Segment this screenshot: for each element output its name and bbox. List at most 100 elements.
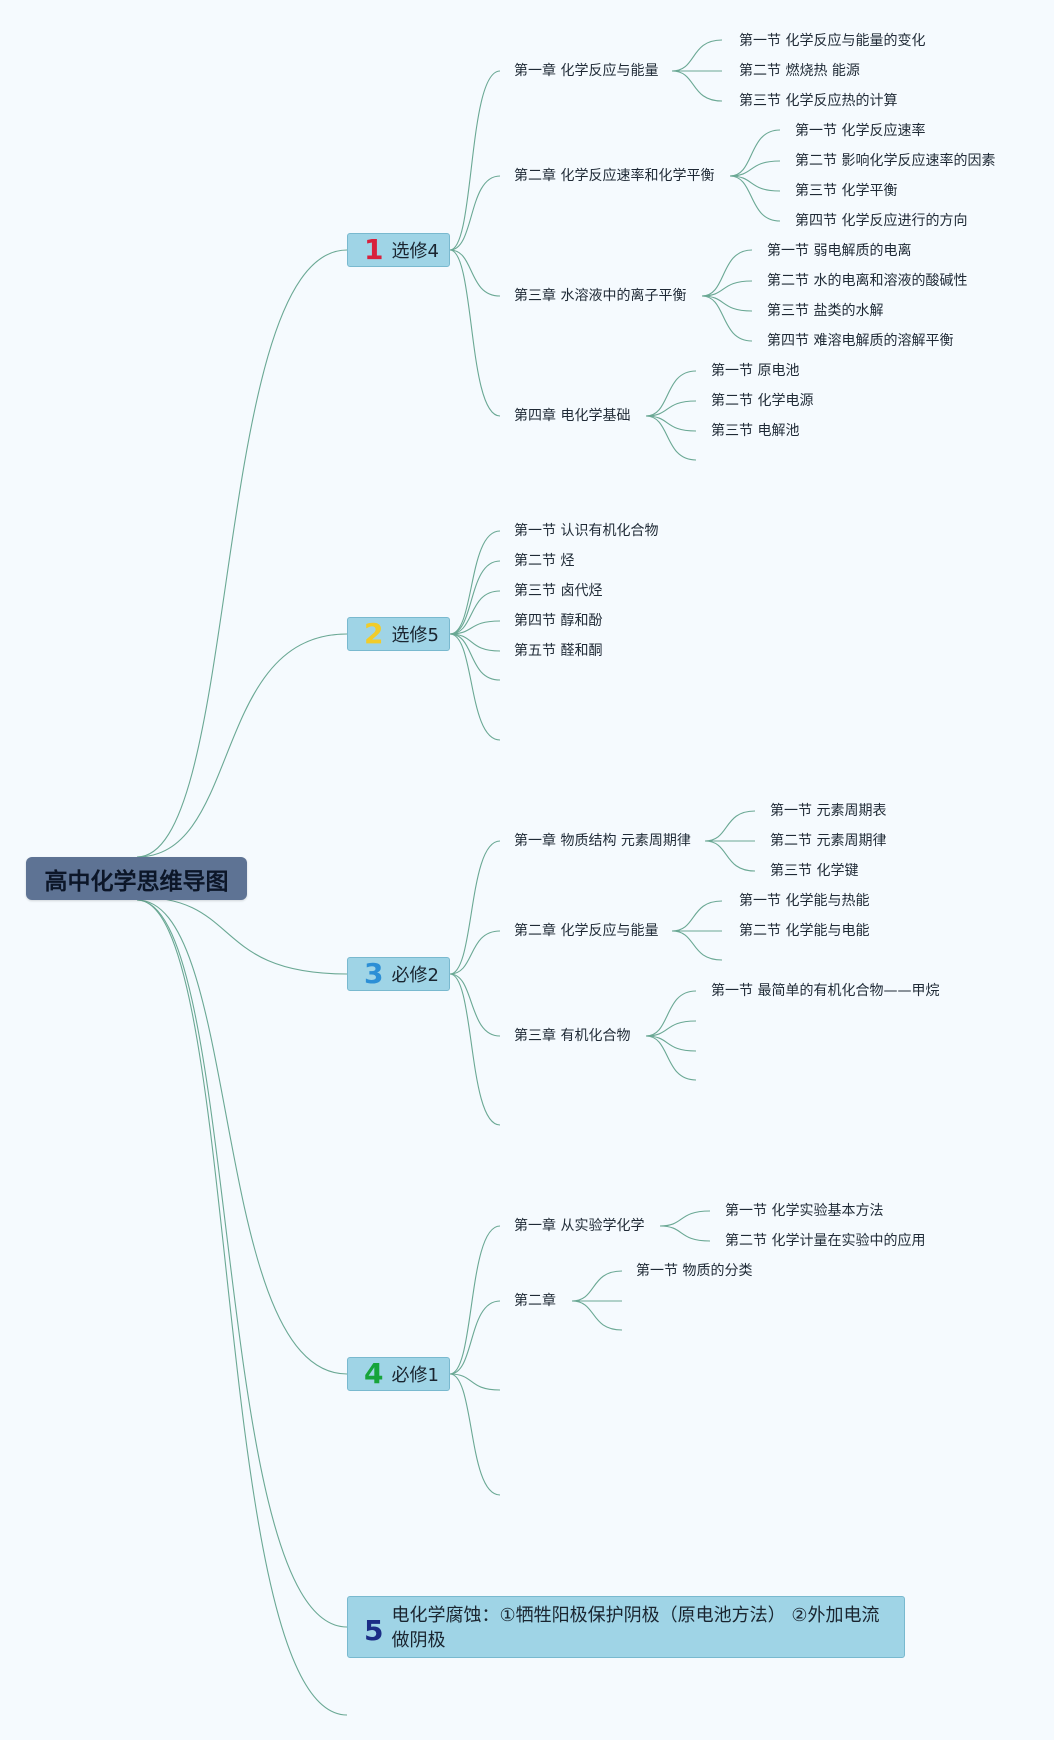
branch-3-label: 必修2 (391, 965, 439, 986)
root-label: 高中化学思维导图 (44, 868, 229, 895)
link-b1c2-s4 (729, 175, 781, 222)
link-b4c2-s3 (571, 1300, 623, 1331)
link-b2-i7 (449, 633, 501, 741)
link-b2-i4 (449, 620, 501, 635)
b2-item-4[interactable]: 第四节 醇和酚 (514, 613, 603, 629)
link-b3c2-s1 (671, 900, 723, 932)
b2-item-5[interactable]: 第五节 醛和酮 (514, 643, 603, 659)
link-b3c3-s1 (645, 990, 697, 1037)
b1-chapter-1[interactable]: 第一章 化学反应与能量 (514, 63, 659, 79)
link-b3c1-s3 (704, 840, 756, 872)
branch-2-number: 2 (364, 617, 384, 650)
b2-item-2[interactable]: 第二节 烃 (514, 553, 575, 569)
b1-c2-section-1[interactable]: 第一节 化学反应速率 (795, 123, 926, 139)
b1-c1-section-1[interactable]: 第一节 化学反应与能量的变化 (739, 33, 926, 49)
b1-c2-section-4[interactable]: 第四节 化学反应进行的方向 (795, 213, 968, 229)
b3-c2-section-2[interactable]: 第二节 化学能与电能 (739, 923, 870, 939)
link-b1c3-s4 (701, 295, 753, 342)
branch-2-node[interactable]: 2 选修5 (347, 617, 450, 651)
b3-c3-section-1[interactable]: 第一节 最简单的有机化合物——甲烷 (711, 983, 940, 999)
link-b4c1-s2 (659, 1225, 711, 1242)
link-b1c3-s1 (701, 249, 753, 297)
link-b1c4-s1 (645, 370, 697, 417)
link-b2-i6 (449, 633, 501, 681)
b3-c2-section-1[interactable]: 第一节 化学能与热能 (739, 893, 870, 909)
link-b1-ch4 (449, 249, 501, 417)
link-root-b1 (136, 249, 348, 858)
link-b1c1-s3 (671, 70, 723, 102)
branch-4-number: 4 (364, 1357, 384, 1390)
b1-c4-section-3[interactable]: 第三节 电解池 (711, 423, 800, 439)
b3-chapter-3[interactable]: 第三章 有机化合物 (514, 1028, 631, 1044)
link-b3c1-s1 (704, 810, 756, 842)
b1-c4-section-2[interactable]: 第二节 化学电源 (711, 393, 814, 409)
branch-5-node[interactable]: 5 电化学腐蚀：①牺牲阳极保护阴极（原电池方法） ②外加电流 做阴极 (347, 1596, 905, 1658)
link-b4-ch1 (449, 1225, 501, 1375)
b1-c4-section-1[interactable]: 第一节 原电池 (711, 363, 800, 379)
link-b4-ch3 (449, 1373, 501, 1391)
link-root-extra (136, 899, 348, 1716)
b1-chapter-2[interactable]: 第二章 化学反应速率和化学平衡 (514, 168, 715, 184)
link-b4-ch2 (449, 1300, 501, 1375)
b4-c1-section-1[interactable]: 第一节 化学实验基本方法 (725, 1203, 884, 1219)
b4-c1-section-2[interactable]: 第二节 化学计量在实验中的应用 (725, 1233, 926, 1249)
link-b1c3-s2 (701, 280, 753, 297)
b1-c3-section-2[interactable]: 第二节 水的电离和溶液的酸碱性 (767, 273, 968, 289)
b1-c2-section-2[interactable]: 第二节 影响化学反应速率的因素 (795, 153, 996, 169)
branch-1-number: 1 (364, 233, 384, 266)
link-b3c3-s2 (645, 1020, 697, 1037)
link-b2-i2 (449, 560, 501, 635)
link-b1c2-s1 (729, 129, 781, 177)
link-b1c4-s2 (645, 400, 697, 417)
link-b1c1-s1 (671, 39, 723, 72)
b1-c3-section-4[interactable]: 第四节 难溶电解质的溶解平衡 (767, 333, 954, 349)
b1-c2-section-3[interactable]: 第三节 化学平衡 (795, 183, 898, 199)
link-b3c3-s3 (645, 1035, 697, 1052)
root-node[interactable]: 高中化学思维导图 (26, 857, 247, 900)
b3-chapter-1[interactable]: 第一章 物质结构 元素周期律 (514, 833, 691, 849)
link-root-b5 (136, 899, 348, 1628)
link-b3c3-s4 (645, 1035, 697, 1081)
b4-chapter-1[interactable]: 第一章 从实验学化学 (514, 1218, 645, 1234)
b1-chapter-4[interactable]: 第四章 电化学基础 (514, 408, 631, 424)
b4-c2-section-1[interactable]: 第一节 物质的分类 (636, 1263, 753, 1279)
link-b4c2-s1 (571, 1270, 623, 1302)
b4-chapter-2[interactable]: 第二章 (514, 1293, 556, 1309)
branch-5-label-line1: 电化学腐蚀：①牺牲阳极保护阴极（原电池方法） ②外加电流 (391, 1605, 880, 1626)
branch-2-label: 选修5 (391, 625, 439, 646)
branch-3-node[interactable]: 3 必修2 (347, 957, 450, 991)
link-b1c4-s4 (645, 415, 697, 461)
branch-5-number: 5 (364, 1614, 384, 1647)
link-b1c2-s2 (729, 160, 781, 177)
b3-c1-section-3[interactable]: 第三节 化学键 (770, 863, 859, 879)
branch-5-label-line2: 做阴极 (391, 1630, 446, 1651)
b3-chapter-2[interactable]: 第二章 化学反应与能量 (514, 923, 659, 939)
branch-4-node[interactable]: 4 必修1 (347, 1357, 450, 1391)
branch-4-label: 必修1 (391, 1365, 439, 1386)
b1-c1-section-2[interactable]: 第二节 燃烧热 能源 (739, 63, 860, 79)
link-b3-ch2 (449, 930, 501, 975)
link-b1c4-s3 (645, 415, 697, 432)
b1-c3-section-3[interactable]: 第三节 盐类的水解 (767, 303, 884, 319)
b2-item-1[interactable]: 第一节 认识有机化合物 (514, 523, 659, 539)
b3-c1-section-1[interactable]: 第一节 元素周期表 (770, 803, 887, 819)
b1-c3-section-1[interactable]: 第一节 弱电解质的电离 (767, 243, 912, 259)
link-root-b2 (136, 633, 348, 858)
link-b2-i3 (449, 590, 501, 635)
link-b4-ch4 (449, 1373, 501, 1496)
b1-c1-section-3[interactable]: 第三节 化学反应热的计算 (739, 93, 898, 109)
link-b1-ch2 (449, 175, 501, 251)
link-b1c2-s3 (729, 175, 781, 192)
b3-c1-section-2[interactable]: 第二节 元素周期律 (770, 833, 887, 849)
link-b1c3-s3 (701, 295, 753, 312)
link-b3-ch1 (449, 840, 501, 975)
b2-item-3[interactable]: 第三节 卤代烃 (514, 583, 603, 599)
link-b2-i5 (449, 633, 501, 652)
branch-1-node[interactable]: 1 选修4 (347, 233, 450, 267)
link-b3c2-s3 (671, 930, 723, 961)
b1-chapter-3[interactable]: 第三章 水溶液中的离子平衡 (514, 288, 687, 304)
link-b3-ch3 (449, 973, 501, 1037)
branch-5-label: 电化学腐蚀：①牺牲阳极保护阴极（原电池方法） ②外加电流 做阴极 (391, 1603, 879, 1653)
